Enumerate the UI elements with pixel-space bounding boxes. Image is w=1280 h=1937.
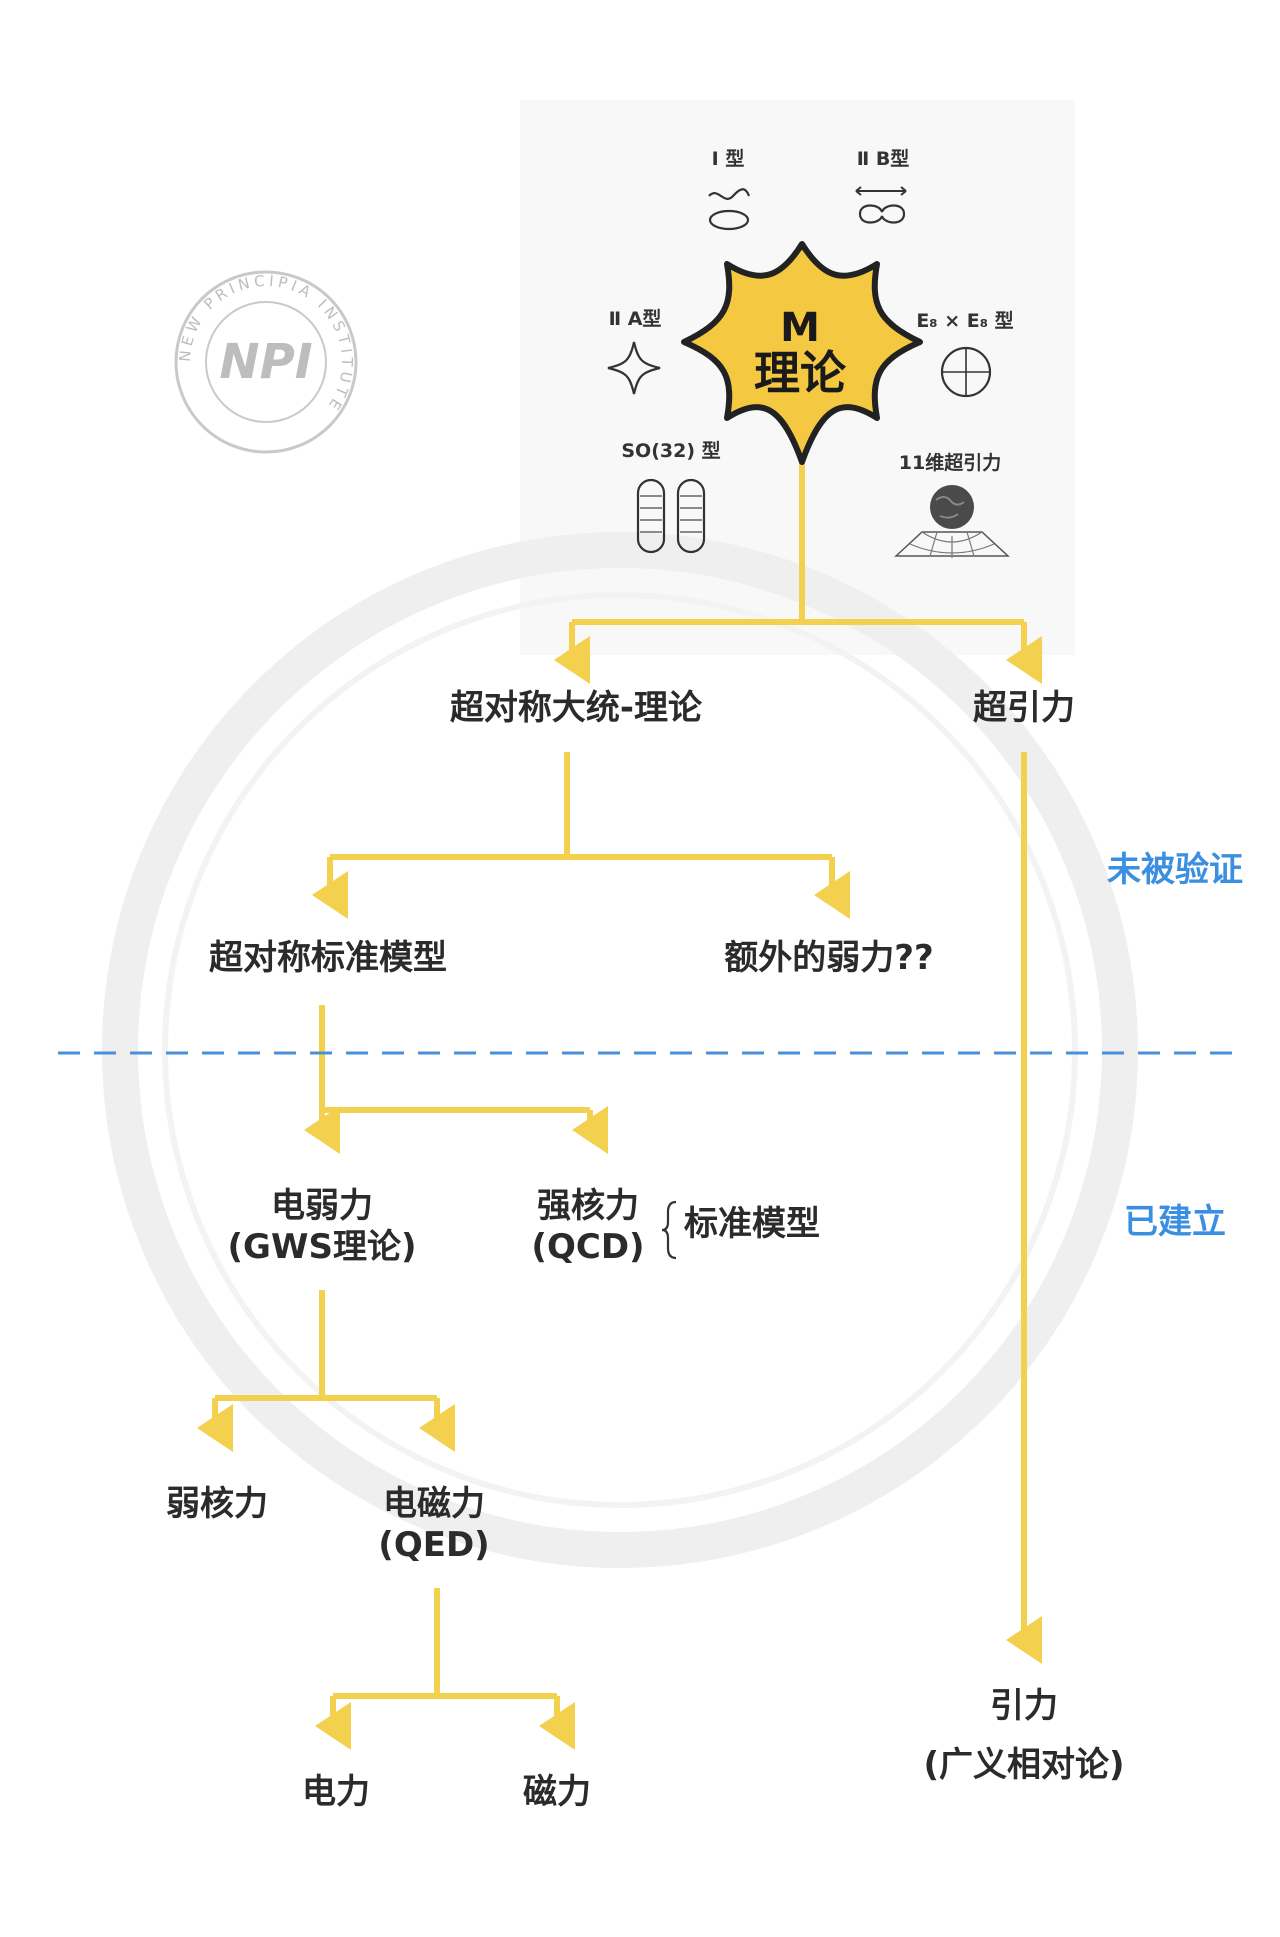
e8e8-label: E₈ × E₈ 型 (916, 310, 1013, 333)
strong-node: 强核力 (QCD) (531, 1186, 644, 1269)
gravity-node: 引力 (广义相对论) (923, 1686, 1124, 1787)
electroweak-node: 电弱力 (GWS理论) (228, 1186, 417, 1269)
type-i-label: Ⅰ 型 (712, 148, 745, 171)
standard-model-label: 标准模型 (684, 1204, 820, 1245)
extra-weak-node: 额外的弱力?? (724, 938, 933, 979)
strong-subtitle: (QCD) (531, 1227, 644, 1268)
type-iia-label: Ⅱ A型 (609, 308, 662, 331)
susy-gut-node: 超对称大统-理论 (450, 688, 702, 729)
electroweak-subtitle: (GWS理论) (228, 1227, 417, 1268)
m-theory-letter: M (754, 307, 846, 349)
type-iib-label: Ⅱ B型 (857, 148, 910, 171)
gravity-title: 引力 (923, 1686, 1124, 1727)
electromagnetic-subtitle: (QED) (378, 1525, 489, 1566)
so32-icon (632, 476, 712, 556)
strong-title: 强核力 (531, 1186, 644, 1227)
supergravity-node: 超引力 (973, 688, 1075, 729)
type-iib-icon (852, 184, 912, 234)
so32-label: SO(32) 型 (621, 440, 720, 463)
status-unverified: 未被验证 (1107, 850, 1243, 891)
mssm-node: 超对称标准模型 (209, 938, 447, 979)
magnetic-node: 磁力 (523, 1772, 591, 1813)
electroweak-title: 电弱力 (228, 1186, 417, 1227)
electric-node: 电力 (302, 1772, 370, 1813)
m-theory-text: 理论 (754, 349, 846, 397)
type-iia-icon (604, 338, 664, 398)
sugra11-icon (892, 482, 1012, 562)
weak-node: 弱核力 (166, 1484, 268, 1525)
sugra11-label: 11维超引力 (899, 452, 1001, 475)
type-i-icon (704, 184, 754, 234)
electromagnetic-title: 电磁力 (378, 1484, 489, 1525)
status-established: 已建立 (1124, 1202, 1226, 1243)
m-theory-label: M 理论 (754, 307, 846, 397)
e8e8-icon (936, 342, 996, 402)
electromagnetic-node: 电磁力 (QED) (378, 1484, 489, 1567)
gravity-subtitle: (广义相对论) (923, 1745, 1124, 1786)
